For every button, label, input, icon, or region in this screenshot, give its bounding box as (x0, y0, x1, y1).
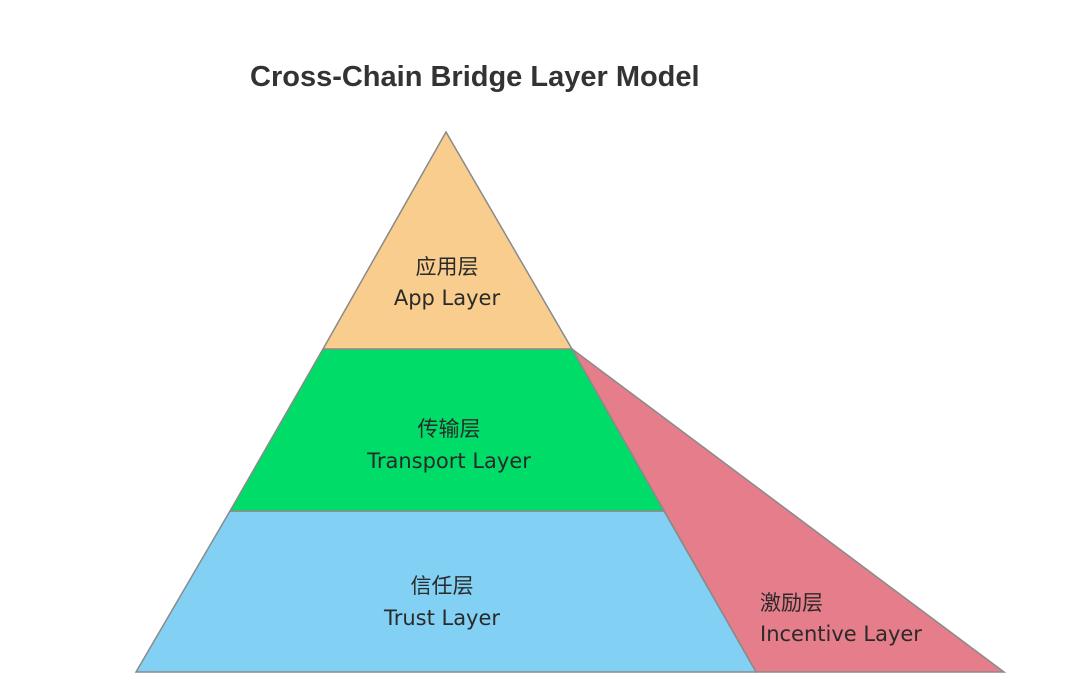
app-layer-label-en: App Layer (394, 286, 501, 310)
app-layer-label-zh: 应用层 (416, 255, 479, 279)
trust-layer-label-zh: 信任层 (411, 574, 474, 598)
diagram-title: Cross-Chain Bridge Layer Model (250, 61, 700, 93)
app-layer-shape (321, 130, 574, 350)
trust-layer-label-en: Trust Layer (383, 606, 500, 630)
transport-layer-label-en: Transport Layer (366, 449, 531, 473)
incentive-layer-label-zh: 激励层 (760, 591, 823, 615)
transport-layer-label-zh: 传输层 (418, 417, 481, 441)
incentive-layer-label-en: Incentive Layer (760, 622, 922, 646)
